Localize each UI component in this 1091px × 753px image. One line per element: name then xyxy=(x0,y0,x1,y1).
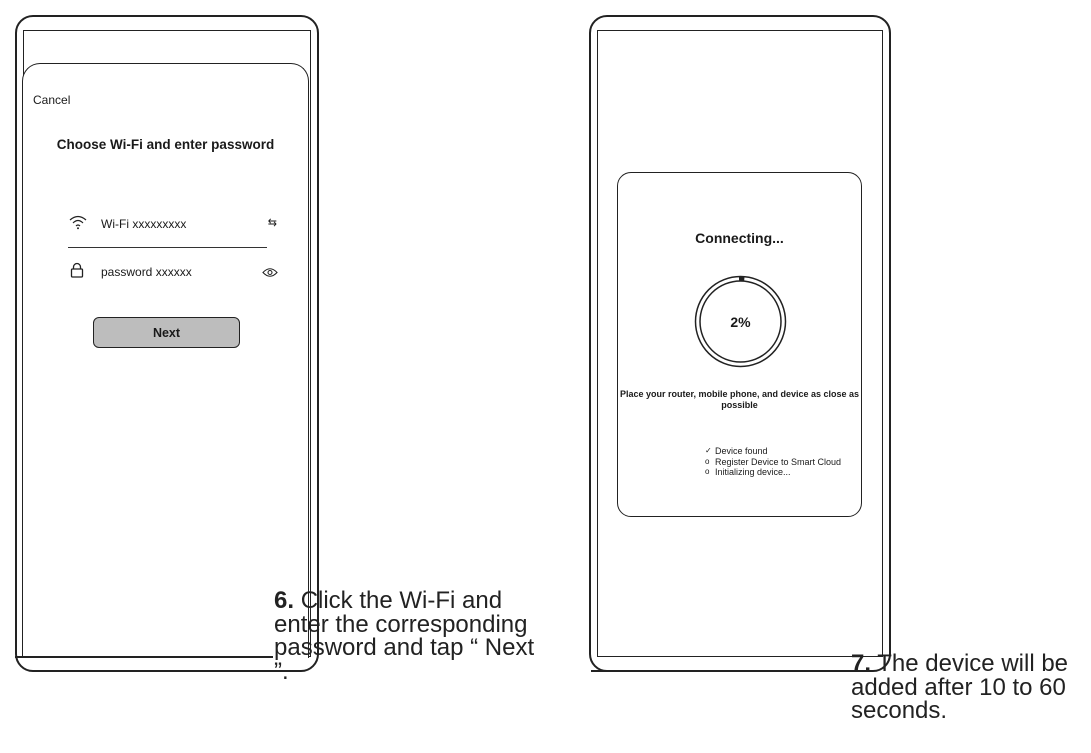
swap-icon[interactable]: ⇆ xyxy=(267,217,277,229)
wifi-icon xyxy=(69,214,87,235)
step-number: 6. xyxy=(274,587,295,614)
lock-icon xyxy=(69,262,85,283)
step-label: Device found xyxy=(715,446,768,456)
next-button[interactable]: Next xyxy=(93,317,240,348)
pending-icon: o xyxy=(705,467,710,476)
phone-screen-connecting xyxy=(597,30,883,657)
progress-percent: 2% xyxy=(730,313,751,330)
pending-icon: o xyxy=(705,456,710,466)
instruction-step-6: 6. Click the Wi-Fi and enter the corresp… xyxy=(274,589,544,683)
callout-leader-line xyxy=(591,670,848,672)
password-row[interactable]: password xxxxxx xyxy=(69,262,278,283)
wifi-password-sheet: Cancel Choose Wi-Fi and enter password W… xyxy=(22,63,309,658)
cancel-button[interactable]: Cancel xyxy=(33,93,71,107)
connecting-title: Connecting... xyxy=(695,230,784,246)
progress-ring xyxy=(694,275,787,368)
step-text: Click the Wi-Fi and enter the correspond… xyxy=(274,587,535,685)
wifi-name: Wi-Fi xxxxxxxxx xyxy=(101,217,187,231)
wifi-select-row[interactable]: Wi-Fi xxxxxxxxx ⇆ xyxy=(69,214,277,235)
connecting-dialog: Connecting... 2% Place your router, mobi… xyxy=(617,172,862,517)
step-register-cloud: o Register Device to Smart Cloud xyxy=(705,457,841,468)
password-field[interactable]: password xxxxxx xyxy=(101,265,192,279)
step-text: The device will be added after 10 to 60 … xyxy=(851,650,1069,724)
connection-steps: ✓ Device found o Register Device to Smar… xyxy=(705,446,841,478)
progress-arc xyxy=(695,276,786,367)
instruction-step-7: 7. The device will be added after 10 to … xyxy=(851,652,1091,723)
sheet-title: Choose Wi-Fi and enter password xyxy=(56,137,275,152)
callout-leader-line xyxy=(15,656,273,658)
step-label: Register Device to Smart Cloud xyxy=(715,456,842,467)
check-icon: ✓ xyxy=(705,446,712,455)
eye-icon[interactable] xyxy=(262,265,278,283)
placement-hint: Place your router, mobile phone, and dev… xyxy=(619,389,860,410)
step-device-found: ✓ Device found xyxy=(705,446,841,457)
step-label: Initializing device... xyxy=(715,467,791,477)
step-initializing: o Initializing device... xyxy=(705,467,841,478)
step-number: 7. xyxy=(851,650,872,677)
field-divider xyxy=(68,247,267,248)
